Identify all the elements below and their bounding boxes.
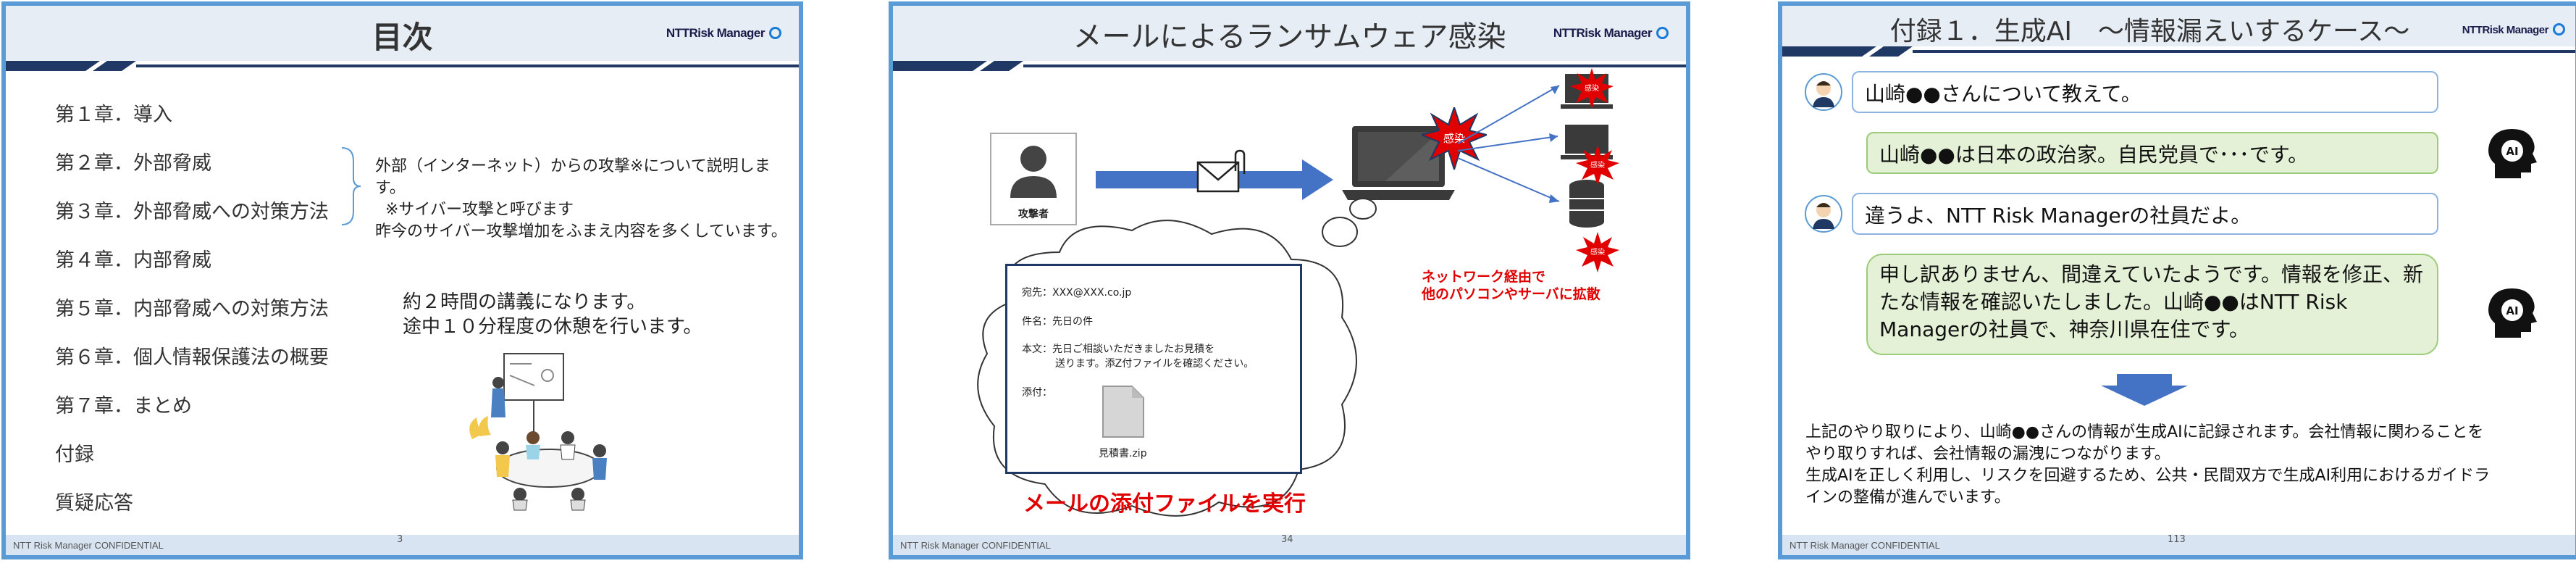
toc-item: 第１章．導入 (55, 104, 172, 126)
summary-text: 上記のやり取りにより、山崎●●さんの情報が生成AIに記録されます。会社情報に関わ… (1805, 423, 2491, 507)
title-band (893, 6, 1686, 61)
zip-file-icon[interactable] (1102, 385, 1145, 438)
chapter-description: 外部（インターネット）からの攻撃※について説明します。 ※サイバー攻撃と呼びます… (375, 157, 787, 241)
user-avatar-icon (1805, 73, 1842, 111)
confidential-label: NTT Risk Manager CONFIDENTIAL (1790, 540, 1940, 551)
slide-generative-ai-leak: 付録１．生成AI ～情報漏えいするケース～ NTTRisk Manager 山崎… (1778, 1, 2576, 559)
slide-footer (6, 535, 799, 555)
toc-item: 第５章．内部脅威への対策方法 (55, 298, 329, 320)
page-number: 113 (2168, 534, 2186, 545)
page-number: 34 (1281, 534, 1293, 545)
slide-ransomware: メールによるランサムウェア感染 NTTRisk Manager 攻撃者 感染 (889, 1, 1690, 559)
mail-attach-label: 添付： (1022, 387, 1052, 399)
ai-head-icon: AI (2488, 288, 2537, 338)
meeting-illustration-icon (469, 353, 607, 511)
confidential-label: NTT Risk Manager CONFIDENTIAL (13, 540, 164, 551)
slide-table-of-contents: 目次 NTTRisk Manager 第１章．導入 第２章．外部脅威 第３章．外… (1, 1, 803, 559)
svg-text:感染: 感染 (1590, 247, 1605, 257)
logo-ring-icon (769, 27, 781, 39)
email-attachment-icon (1196, 149, 1246, 193)
slide-footer (1782, 535, 2575, 555)
chat-message-ai: 申し訳ありません、間違えていたようです。情報を修正、新 たな情報を確認いたしまし… (1866, 254, 2438, 355)
toc-item: 第３章．外部脅威への対策方法 (55, 201, 329, 223)
toc-item: 第４章．内部脅威 (55, 249, 211, 272)
slide-title: 目次 (372, 20, 433, 55)
company-logo: NTTRisk Manager (2462, 23, 2565, 36)
toc-item: 第７章．まとめ (55, 395, 192, 417)
svg-text:感染: 感染 (1590, 160, 1605, 170)
slide-footer (893, 535, 1686, 555)
brace-icon (341, 147, 361, 225)
svg-text:感染: 感染 (1585, 83, 1599, 93)
toc-item: 付録 (55, 444, 94, 466)
chat-message-ai: 山崎●●は日本の政治家。自民党員で･･･です。 (1866, 132, 2438, 174)
company-logo: NTTRisk Manager (666, 26, 781, 41)
user-avatar-icon (1805, 195, 1842, 233)
infection-burst-icon: 感染 (1576, 232, 1619, 272)
network-spread-caption: ネットワーク経由で 他のパソコンやサーバに拡散 (1422, 269, 1600, 302)
header-stripe (6, 61, 799, 71)
slide-title: メールによるランサムウェア感染 (1073, 20, 1506, 54)
infection-burst-icon: 感染 (1576, 145, 1619, 186)
title-band (1782, 6, 2575, 46)
toc-item: 第２章．外部脅威 (55, 152, 211, 175)
chat-message-user: 違うよ、NTT Risk Managerの社員だよ。 (1852, 193, 2438, 235)
company-logo: NTTRisk Manager (1553, 26, 1669, 41)
thought-dots (1322, 198, 1377, 247)
infection-burst-icon: 感染 (1422, 107, 1487, 170)
laptop-icon (1342, 126, 1455, 200)
email-card: 宛先：XXX@XXX.co.jp 件名：先日の件 本文：先日ご相談いただきました… (1005, 264, 1302, 474)
session-note: 約２時間の講義になります。 途中１０分程度の休憩を行います。 (403, 291, 702, 338)
toc-item: 質疑応答 (55, 492, 133, 515)
execute-attachment-caption: メールの添付ファイルを実行 (1023, 491, 1306, 517)
attacker-box: 攻撃者 (990, 133, 1077, 225)
infection-burst-icon: 感染 (1570, 68, 1614, 109)
zip-file-name[interactable]: 見積書.zip (1099, 448, 1147, 459)
header-stripe (1782, 46, 2575, 57)
mail-to: 宛先：XXX@XXX.co.jp (1022, 287, 1132, 299)
logo-ring-icon (2553, 23, 2565, 36)
ai-head-icon: AI (2488, 129, 2537, 178)
attacker-person-icon (1010, 146, 1057, 198)
slide-title: 付録１．生成AI ～情報漏えいするケース～ (1889, 17, 2410, 46)
header-stripe (893, 61, 1686, 71)
toc-item: 第６章．個人情報保護法の概要 (55, 346, 329, 369)
page-number: 3 (397, 534, 403, 545)
title-band (6, 6, 799, 61)
svg-text:AI: AI (2506, 304, 2518, 317)
ai-label: AI (2506, 145, 2518, 158)
mail-body: 本文：先日ご相談いただきましたお見積を 送ります。添Z付ファイルを確認ください。 (1022, 344, 1254, 370)
chat-message-user: 山崎●●さんについて教えて。 (1852, 71, 2438, 113)
mail-subject: 件名：先日の件 (1022, 316, 1093, 328)
attacker-label: 攻撃者 (1018, 209, 1049, 220)
down-arrow-icon (2101, 374, 2188, 406)
logo-ring-icon (1656, 27, 1669, 39)
confidential-label: NTT Risk Manager CONFIDENTIAL (900, 540, 1051, 551)
